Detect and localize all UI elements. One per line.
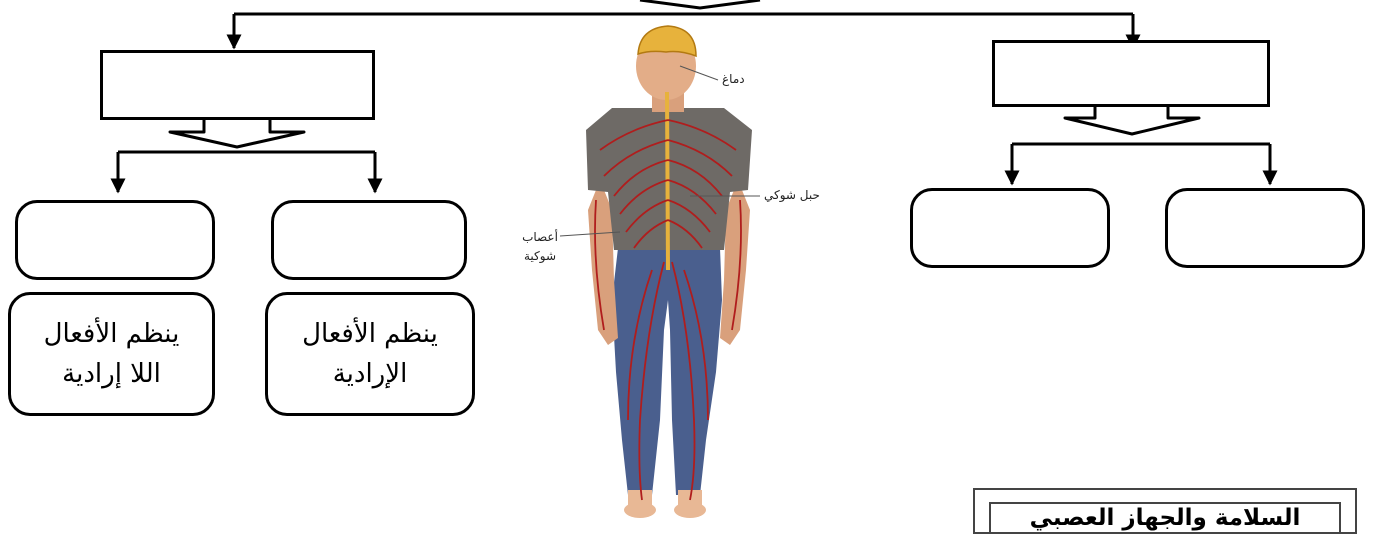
right-empty-box-2[interactable] [1165, 188, 1365, 268]
left-empty-box-1[interactable] [15, 200, 215, 280]
right-branch-connector [1012, 144, 1270, 184]
involuntary-actions-text: ينظم الأفعال اللا إرادية [37, 314, 187, 395]
top-split-arrow [640, 0, 760, 8]
spinal-nerves-label: أعصاب شوكية [518, 228, 562, 266]
voluntary-actions-text: ينظم الأفعال الإرادية [295, 314, 445, 395]
right-empty-box-1[interactable] [910, 188, 1110, 268]
voluntary-actions-box: ينظم الأفعال الإرادية [265, 292, 475, 416]
right-split-arrow [1065, 104, 1199, 134]
spinal-cord-label: حبل شوكي [764, 188, 820, 202]
left-empty-box-2[interactable] [271, 200, 467, 280]
left-branch-connector [118, 152, 375, 192]
left-empty-rect[interactable] [100, 50, 375, 120]
right-empty-rect[interactable] [992, 40, 1270, 107]
title-frame: السلامة والجهاز العصبي [973, 488, 1357, 534]
left-split-arrow [170, 117, 304, 147]
involuntary-actions-box: ينظم الأفعال اللا إرادية [8, 292, 215, 416]
page-title: السلامة والجهاز العصبي [1030, 505, 1301, 531]
brain [638, 26, 696, 56]
title-inner-frame: السلامة والجهاز العصبي [989, 502, 1341, 532]
brain-label: دماغ [722, 72, 745, 86]
nervous-system-figure [560, 26, 760, 518]
